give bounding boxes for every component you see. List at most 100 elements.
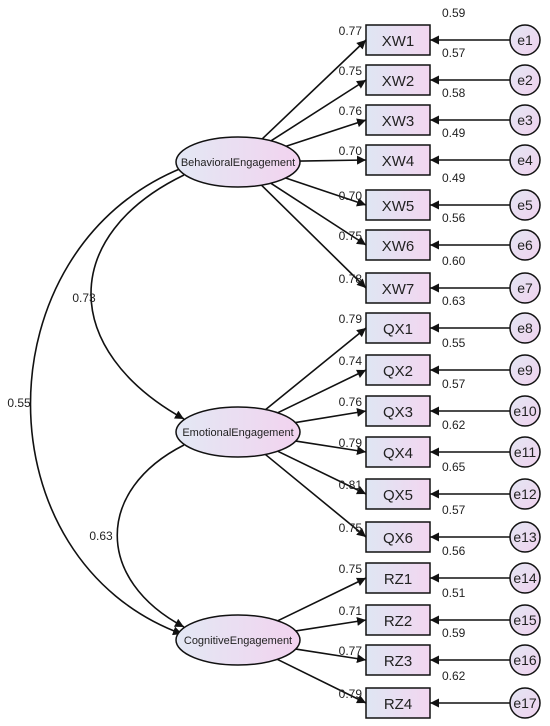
error-term — [509, 644, 541, 676]
error-label: e4 — [517, 152, 533, 168]
error-term — [509, 104, 541, 136]
r2-label: 0.63 — [442, 294, 466, 308]
correlation-arc — [90, 167, 195, 420]
loading-label: 0.78 — [339, 272, 363, 286]
error-label: e17 — [513, 695, 537, 711]
indicator-label: XW7 — [382, 281, 415, 298]
loading-label: 0.70 — [339, 144, 363, 158]
correlation-label: 0.63 — [89, 529, 113, 543]
loading-arrow — [285, 118, 367, 147]
latent-ellipse — [175, 614, 301, 666]
error-label: e8 — [517, 320, 533, 336]
loading-label: 0.71 — [339, 604, 363, 618]
r2-label: 0.55 — [442, 336, 466, 350]
loading-label: 0.81 — [339, 478, 363, 492]
loading-arrow — [270, 182, 367, 246]
error-label: e13 — [513, 529, 537, 545]
error-term — [509, 354, 541, 386]
error-term — [509, 272, 541, 304]
loading-arrow — [270, 79, 367, 142]
loading-label: 0.75 — [339, 64, 363, 78]
indicator-label: XW4 — [382, 153, 415, 170]
indicator-label: QX3 — [383, 404, 413, 421]
loading-arrow — [295, 440, 367, 456]
latent-label: CognitiveEngagement — [184, 635, 292, 647]
indicator-box — [365, 272, 431, 304]
indicator-box — [365, 64, 431, 96]
correlation-label: 0.73 — [72, 291, 96, 305]
latent-label: BehavioralEngagement — [181, 157, 295, 169]
error-label: e16 — [513, 652, 537, 668]
error-label: e6 — [517, 237, 533, 253]
indicator-label: RZ1 — [384, 571, 412, 588]
r2-label: 0.49 — [442, 171, 466, 185]
loading-arrow — [261, 39, 367, 140]
indicator-label: QX6 — [383, 530, 413, 547]
loading-arrow — [265, 327, 367, 411]
indicator-box — [365, 395, 431, 427]
error-term — [509, 562, 541, 594]
indicator-box — [365, 144, 431, 176]
indicator-box — [365, 604, 431, 636]
r2-label: 0.51 — [442, 586, 466, 600]
loading-label: 0.79 — [339, 436, 363, 450]
indicator-box — [365, 354, 431, 386]
r2-label: 0.59 — [442, 626, 466, 640]
indicator-box — [365, 521, 431, 553]
indicator-box — [365, 24, 431, 56]
loading-arrow — [277, 369, 367, 414]
error-label: e10 — [513, 403, 537, 419]
loading-label: 0.75 — [339, 562, 363, 576]
error-term — [509, 478, 541, 510]
indicator-label: XW3 — [382, 113, 415, 130]
r2-label: 0.59 — [442, 6, 466, 20]
indicator-label: QX2 — [383, 363, 413, 380]
error-label: e14 — [513, 570, 537, 586]
r2-label: 0.58 — [442, 86, 466, 100]
indicator-label: RZ3 — [384, 653, 412, 670]
correlation-arc — [116, 436, 195, 628]
loading-label: 0.76 — [339, 104, 363, 118]
error-label: e11 — [514, 444, 537, 460]
error-term — [509, 604, 541, 636]
r2-label: 0.62 — [442, 418, 466, 432]
indicator-box — [365, 312, 431, 344]
correlation-label: 0.55 — [7, 396, 31, 410]
error-term — [509, 312, 541, 344]
error-label: e7 — [517, 280, 533, 296]
latent-label: EmotionalEngagement — [182, 427, 293, 439]
error-term — [509, 24, 541, 56]
loading-label: 0.76 — [339, 395, 363, 409]
error-label: e2 — [517, 72, 533, 88]
error-term — [509, 395, 541, 427]
error-label: e5 — [517, 197, 533, 213]
indicator-label: XW6 — [382, 238, 415, 255]
r2-label: 0.56 — [442, 544, 466, 558]
indicator-label: XW2 — [382, 73, 415, 90]
indicator-box — [365, 436, 431, 468]
loading-arrow — [277, 450, 367, 495]
loading-arrow — [260, 184, 367, 289]
loading-label: 0.77 — [339, 644, 363, 658]
r2-label: 0.57 — [442, 46, 466, 60]
indicator-label: RZ2 — [384, 613, 412, 630]
error-label: e12 — [513, 486, 537, 502]
r2-label: 0.49 — [442, 126, 466, 140]
loading-label: 0.79 — [339, 687, 363, 701]
loading-arrow — [285, 177, 367, 207]
indicator-box — [365, 478, 431, 510]
latent-ellipse — [175, 136, 301, 188]
indicator-label: QX4 — [383, 445, 413, 462]
loading-arrow — [295, 616, 367, 632]
loading-arrow — [276, 658, 367, 704]
error-term — [509, 64, 541, 96]
indicator-box — [365, 104, 431, 136]
error-label: e3 — [517, 112, 533, 128]
r2-label: 0.62 — [442, 669, 466, 683]
r2-label: 0.56 — [442, 211, 466, 225]
indicator-label: QX5 — [383, 487, 413, 504]
loading-arrow — [299, 155, 367, 165]
error-term — [509, 144, 541, 176]
loading-label: 0.77 — [339, 24, 363, 38]
